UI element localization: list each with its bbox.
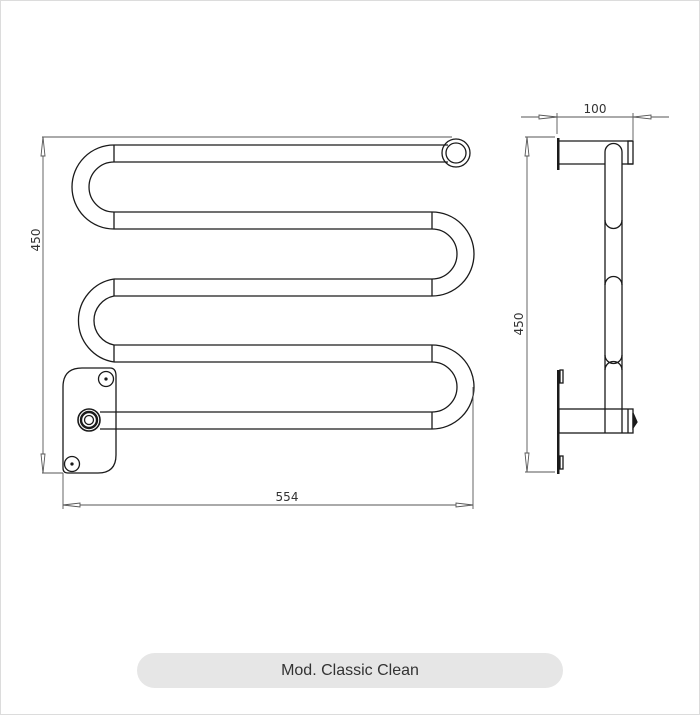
end-cap-inner [445,142,467,164]
model-caption: Mod. Classic Clean [137,653,563,688]
wall-mounting-plate [62,367,117,474]
model-name: Mod. Classic Clean [281,661,419,679]
front-height-label: 450 [29,229,43,252]
front-width-dimension [62,387,474,509]
end-cap-outer [441,138,471,168]
connector-fitting [77,408,101,432]
screw-hole-top [97,370,115,388]
side-height-label: 450 [512,313,526,336]
side-depth-dimension [521,113,669,140]
front-view-towel-rail [71,138,475,430]
side-depth-label: 100 [584,102,607,116]
screw-hole-bottom [63,455,81,473]
front-height-dimension [40,136,452,474]
side-view [557,138,638,474]
side-height-dimension [524,136,555,473]
front-width-label: 554 [276,490,299,504]
